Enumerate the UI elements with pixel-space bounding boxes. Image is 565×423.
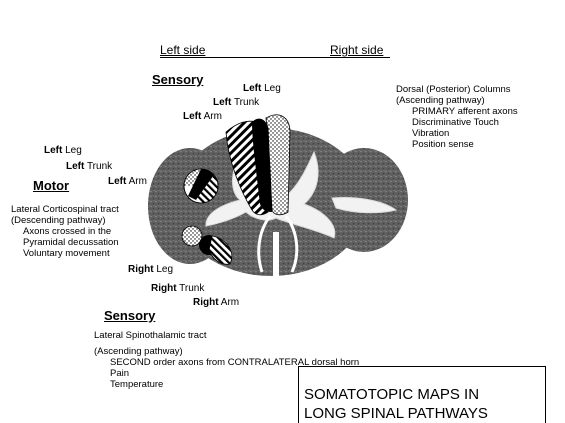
motor-left-leg: Left Leg [44,145,82,157]
slide-title-line-1: SOMATOTOPIC MAPS IN [299,385,545,404]
sensory-top-left-arm: Left Arm [183,111,222,123]
sensory-top-left-leg: Left Leg [243,83,281,95]
sensory-top-left-trunk: Left Trunk [213,97,259,109]
header-divider [160,57,390,58]
dorsal-line-6: Position sense [396,139,518,150]
sensory-bottom-right-leg: Right Leg [128,264,173,276]
spino-line-1: Lateral Spinothalamic tract [94,330,359,341]
motor-line-4: Pyramidal decussation [11,237,119,248]
motor-line-1: Lateral Corticospinal tract [11,204,119,215]
motor-line-2: (Descending pathway) [11,215,119,226]
motor-heading: Motor [33,178,69,193]
right-side-header: Right side [330,43,383,57]
spino-line-2: (Ascending pathway) [94,346,359,357]
corticospinal-tract [184,169,218,203]
motor-line-5: Voluntary movement [11,248,119,259]
sensory-bottom-heading: Sensory [104,308,155,323]
dorsal-line-5: Vibration [396,128,518,139]
slide-title-line-2: LONG SPINAL PATHWAYS [299,404,545,423]
dorsal-line-3: PRIMARY afferent axons [396,106,518,117]
sensory-bottom-right-trunk: Right Trunk [151,283,204,295]
motor-left-trunk: Left Trunk [66,161,112,173]
dorsal-columns-description: Dorsal (Posterior) Columns (Ascending pa… [396,84,518,150]
left-side-header: Left side [160,43,205,57]
sensory-bottom-right-arm: Right Arm [193,297,239,309]
slide-title-box: SOMATOTOPIC MAPS IN LONG SPINAL PATHWAYS [298,366,546,423]
dorsal-line-1: Dorsal (Posterior) Columns [396,84,518,95]
sensory-top-heading: Sensory [152,72,203,87]
corticospinal-description: Lateral Corticospinal tract (Descending … [11,204,119,259]
motor-left-arm: Left Arm [108,176,147,188]
dorsal-line-2: (Ascending pathway) [396,95,518,106]
dorsal-line-4: Discriminative Touch [396,117,518,128]
motor-line-3: Axons crossed in the [11,226,119,237]
